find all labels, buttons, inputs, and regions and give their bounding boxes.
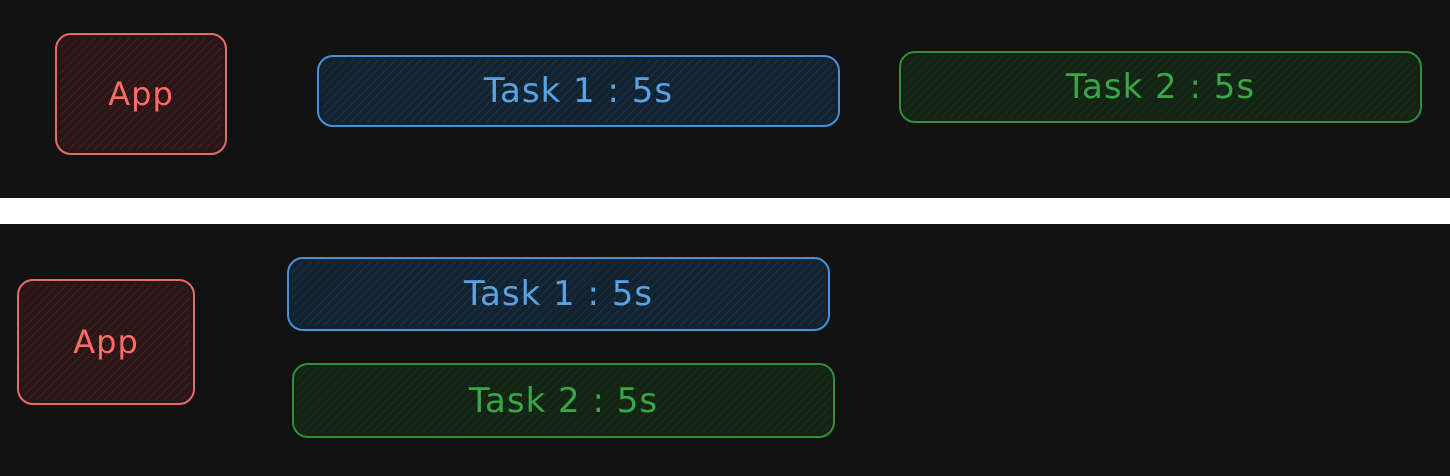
app-label: App	[108, 75, 174, 113]
task-2-label: Task 2 : 5s	[1065, 67, 1256, 107]
sequential-panel: App Task 1 : 5s Task 2 : 5s	[0, 0, 1450, 198]
task-1-label: Task 1 : 5s	[463, 274, 654, 314]
app-box: App	[17, 279, 195, 405]
task-1-box: Task 1 : 5s	[287, 257, 830, 331]
task-2-label: Task 2 : 5s	[468, 380, 659, 421]
app-label: App	[73, 323, 139, 361]
app-box: App	[55, 33, 227, 155]
task-2-box: Task 2 : 5s	[292, 363, 835, 438]
task-1-box: Task 1 : 5s	[317, 55, 840, 127]
concurrent-panel: App Task 1 : 5s Task 2 : 5s	[0, 224, 1450, 476]
task-2-box: Task 2 : 5s	[899, 51, 1422, 123]
task-1-label: Task 1 : 5s	[483, 71, 674, 111]
